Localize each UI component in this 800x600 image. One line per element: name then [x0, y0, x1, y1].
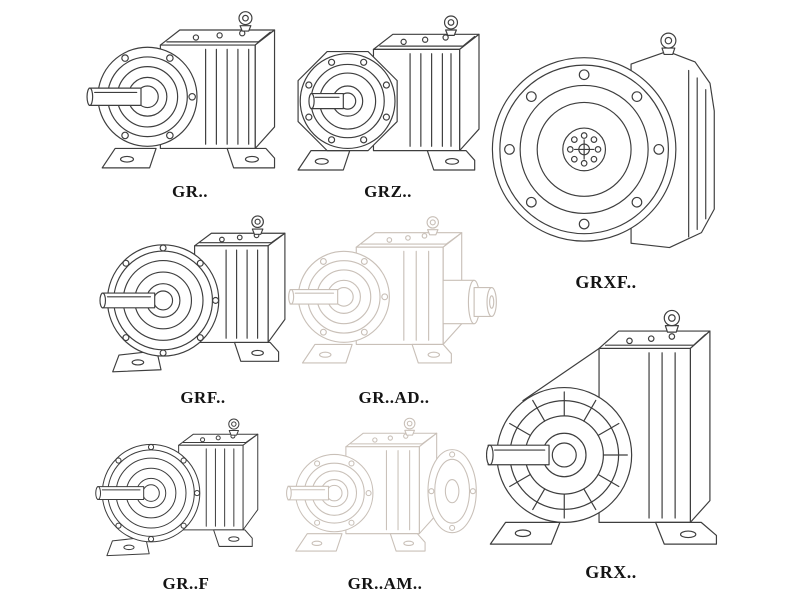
grf-gearbox-drawing: [98, 208, 308, 395]
figure-label-grz: GRZ..: [364, 182, 412, 201]
figure-grad: [288, 210, 500, 394]
figure-gram: [286, 410, 484, 582]
figure-label-grf: GRF..: [180, 388, 226, 407]
figure-grf: [98, 208, 308, 395]
figure-grf-foot: [94, 412, 278, 576]
figure-grxf: [486, 0, 726, 286]
figure-label-grx: GRX..: [585, 562, 637, 582]
grad-gearbox-drawing: [288, 216, 497, 364]
grxf-gearbox-drawing: [491, 32, 715, 249]
grx-gearbox-drawing: [486, 309, 718, 545]
figure-label-grf-foot: GR..F: [162, 574, 210, 593]
gr-gearbox-drawing: [86, 11, 276, 169]
figure-label-grad: GR..AD..: [358, 388, 430, 407]
figure-label-gram: GR..AM..: [347, 574, 423, 593]
figure-label-grxf: GRXF..: [575, 272, 637, 292]
figure-label-gr: GR..: [172, 182, 208, 201]
grz-gearbox-drawing: [297, 15, 480, 171]
gram-gearbox-drawing: [286, 417, 477, 552]
figure-gr: [85, 2, 295, 198]
figure-grz: [283, 2, 493, 198]
grf-foot-gearbox-drawing: [94, 412, 278, 576]
figure-grx: [486, 294, 736, 579]
